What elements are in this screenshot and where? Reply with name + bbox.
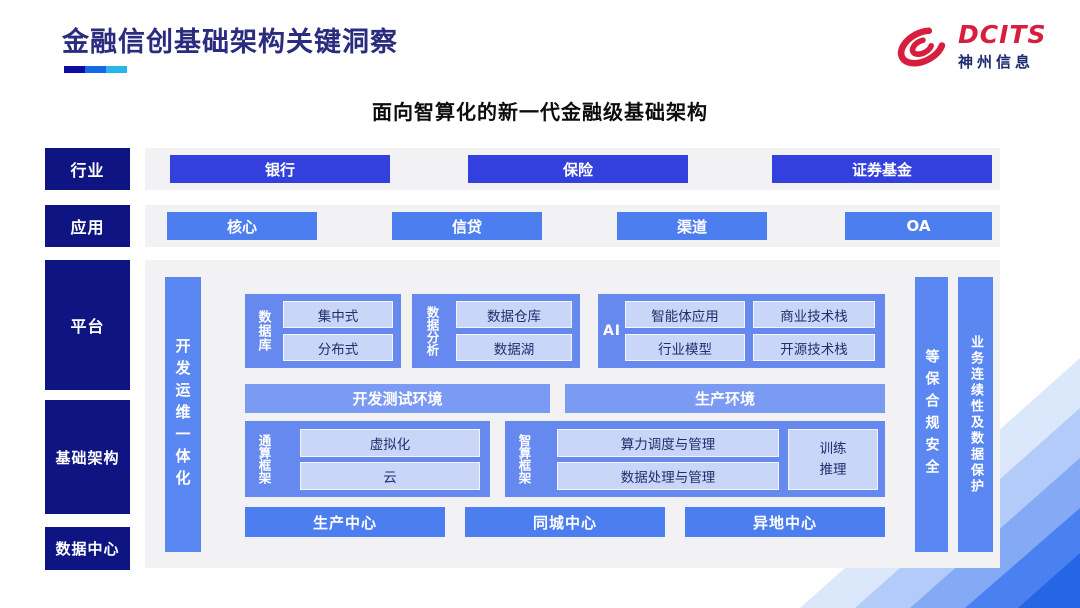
database-item-distributed: 分布式 [283, 334, 393, 361]
side-label-infrastructure: 基础架构 [45, 400, 130, 514]
page-title: 金融信创基础架构关键洞察 [62, 27, 398, 58]
production-center: 生产中心 [245, 507, 445, 537]
side-label-datacenter: 数据中心 [45, 527, 130, 570]
dcits-logo: DCITS 神州信息 [892, 14, 1062, 80]
ai-item-commercial-stack: 商业技术栈 [753, 301, 875, 328]
industry-item-bank: 银行 [170, 155, 390, 183]
industry-item-securities: 证券基金 [772, 155, 992, 183]
ai-item-agent-app: 智能体应用 [625, 301, 745, 328]
production-env-bar: 生产环境 [565, 384, 885, 413]
application-item-credit: 信贷 [392, 212, 542, 240]
dcits-brand-text: DCITS [958, 19, 1047, 49]
dev-test-env-bar: 开发测试环境 [245, 384, 550, 413]
dcits-swirl-icon [897, 27, 947, 67]
ai-group: AI 智能体应用 商业技术栈 行业模型 开源技术栈 [598, 294, 885, 368]
analytics-label: 数据分析 [424, 306, 440, 356]
application-item-oa: OA [845, 212, 992, 240]
title-underline [64, 66, 127, 73]
row-label-industry: 行业 [45, 148, 130, 190]
database-group: 数据库 集中式 分布式 [245, 294, 401, 368]
analytics-item-lake: 数据湖 [456, 334, 572, 361]
analytics-group: 数据分析 数据仓库 数据湖 [412, 294, 580, 368]
training-inference-box: 训练推理 [788, 429, 878, 490]
underline-segment [85, 66, 106, 73]
smart-compute-item-scheduling: 算力调度与管理 [557, 429, 779, 457]
underline-segment [106, 66, 127, 73]
industry-item-insurance: 保险 [468, 155, 688, 183]
general-compute-label: 通算框架 [256, 434, 272, 484]
ai-item-industry-model: 行业模型 [625, 334, 745, 361]
ai-label: AI [602, 323, 622, 339]
smart-compute-label: 智算框架 [516, 434, 532, 484]
database-item-centralized: 集中式 [283, 301, 393, 328]
diagram-subtitle: 面向智算化的新一代金融级基础架构 [372, 100, 708, 124]
ai-item-opensource-stack: 开源技术栈 [753, 334, 875, 361]
row-label-application: 应用 [45, 205, 130, 247]
smart-compute-group: 智算框架 算力调度与管理 数据处理与管理 训练推理 [505, 421, 885, 497]
remote-center: 异地中心 [685, 507, 885, 537]
general-compute-group: 通算框架 虚拟化 云 [245, 421, 490, 497]
general-compute-item-cloud: 云 [300, 462, 480, 490]
underline-segment [64, 66, 85, 73]
side-label-platform: 平台 [45, 260, 130, 390]
application-item-channel: 渠道 [617, 212, 767, 240]
general-compute-item-virtualization: 虚拟化 [300, 429, 480, 457]
smart-compute-item-data-processing: 数据处理与管理 [557, 462, 779, 490]
devops-bar: 开发运维一体化 [165, 277, 201, 552]
analytics-item-warehouse: 数据仓库 [456, 301, 572, 328]
dcits-company-text: 神州信息 [958, 53, 1035, 72]
compliance-security-bar: 等保合规安全 [915, 277, 948, 552]
application-item-core: 核心 [167, 212, 317, 240]
same-city-center: 同城中心 [465, 507, 665, 537]
business-continuity-bar: 业务连续性及数据保护 [958, 277, 993, 552]
database-label: 数据库 [255, 310, 271, 352]
